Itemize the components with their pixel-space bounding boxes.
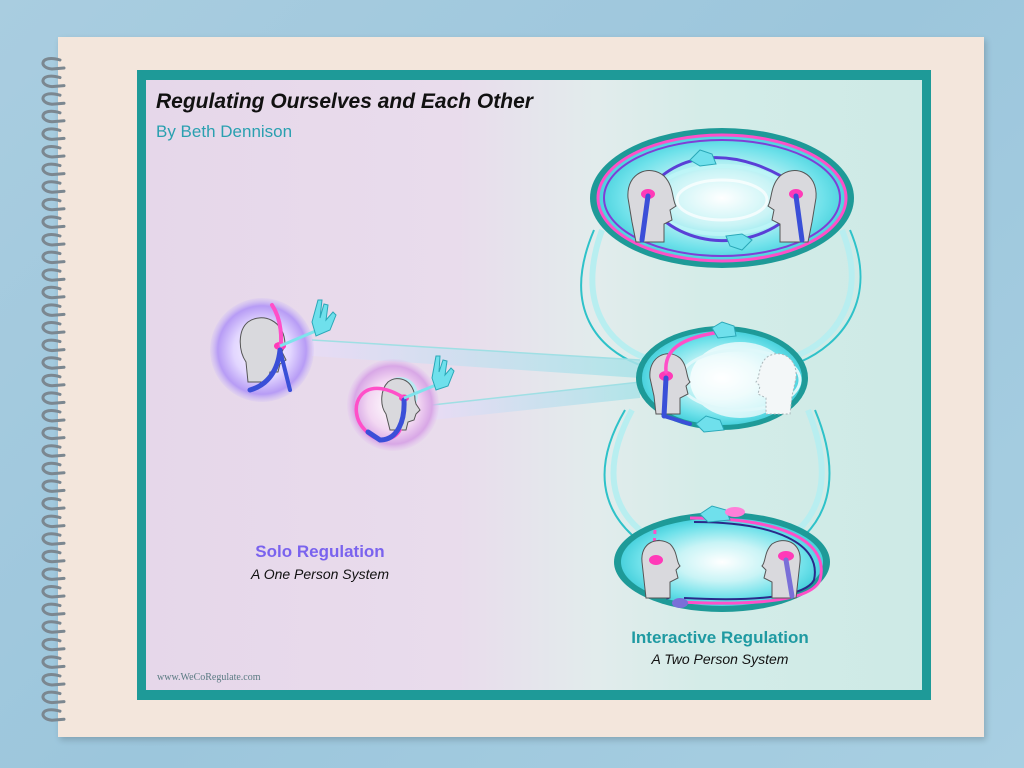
spiral-coil <box>41 215 66 229</box>
spiral-coil <box>41 620 66 634</box>
connection-beams <box>311 339 641 420</box>
spiral-coil <box>41 303 66 317</box>
spiral-coil <box>41 92 66 106</box>
interactive-middle-ellipse <box>636 321 808 433</box>
solo-regulation-sublabel: A One Person System <box>251 566 389 582</box>
head-silhouette-icon <box>767 170 817 243</box>
slide-title: Regulating Ourselves and Each Other <box>156 90 533 113</box>
solo-person-small <box>347 355 455 451</box>
spiral-coil <box>41 585 66 599</box>
spiral-coil <box>41 637 66 652</box>
spiral-coil <box>41 162 66 177</box>
slide-author: By Beth Dennison <box>156 122 293 141</box>
spiral-coil <box>41 74 66 89</box>
spiral-coil <box>41 409 66 423</box>
spiral-coil <box>41 268 66 282</box>
spiral-coil <box>41 567 66 581</box>
spiral-coil <box>41 197 66 212</box>
spiral-coil <box>41 690 66 705</box>
spiral-coil <box>41 444 66 458</box>
spine-icon <box>270 303 283 352</box>
interactive-top-ellipse <box>590 128 854 268</box>
spiral-coil <box>41 285 66 300</box>
hand-icon <box>711 321 737 339</box>
spiral-coil <box>41 479 66 493</box>
hand-icon <box>725 233 753 251</box>
head-silhouette-icon <box>627 170 677 243</box>
spiral-coil <box>41 250 66 265</box>
hand-icon <box>689 149 717 167</box>
spiral-coil <box>41 461 66 476</box>
spiral-coil <box>41 602 66 617</box>
hand-icon <box>431 355 455 391</box>
spiral-coil <box>41 356 66 370</box>
spiral-coil <box>41 426 66 441</box>
spiral-coil <box>41 57 66 71</box>
connector-loops <box>580 228 862 536</box>
spiral-coil <box>41 127 66 141</box>
spiral-coil <box>41 655 66 669</box>
hand-icon <box>695 415 725 433</box>
spiral-coil <box>41 549 66 564</box>
spiral-coil <box>41 321 66 335</box>
interactive-regulation-sublabel: A Two Person System <box>651 651 789 667</box>
spiral-coil <box>41 673 66 687</box>
website-footer: www.WeCoRegulate.com <box>157 672 261 683</box>
spiral-coil <box>41 109 66 124</box>
spiral-coil <box>41 497 66 511</box>
spine-icon <box>664 330 722 374</box>
spiral-coil <box>41 145 66 159</box>
spiral-coil <box>41 373 66 388</box>
head-silhouette-icon <box>641 540 681 599</box>
head-silhouette-icon <box>649 353 691 415</box>
spiral-binding-icon <box>41 57 66 722</box>
solo-person-large <box>210 298 337 402</box>
interactive-regulation-label: Interactive Regulation <box>631 628 809 647</box>
spiral-coil <box>41 532 66 546</box>
spiral-coil <box>41 233 66 247</box>
spiral-coil <box>41 514 66 529</box>
spiral-coil <box>41 180 66 194</box>
spiral-coil <box>41 708 66 722</box>
spiral-coil <box>41 391 66 405</box>
brain-icon <box>649 555 663 565</box>
brain-icon <box>778 551 794 561</box>
spiral-coil <box>41 338 66 353</box>
interactive-bottom-ellipse <box>614 505 830 612</box>
head-silhouette-icon <box>755 353 797 415</box>
solo-regulation-label: Solo Regulation <box>255 542 385 561</box>
hand-icon <box>311 299 337 337</box>
